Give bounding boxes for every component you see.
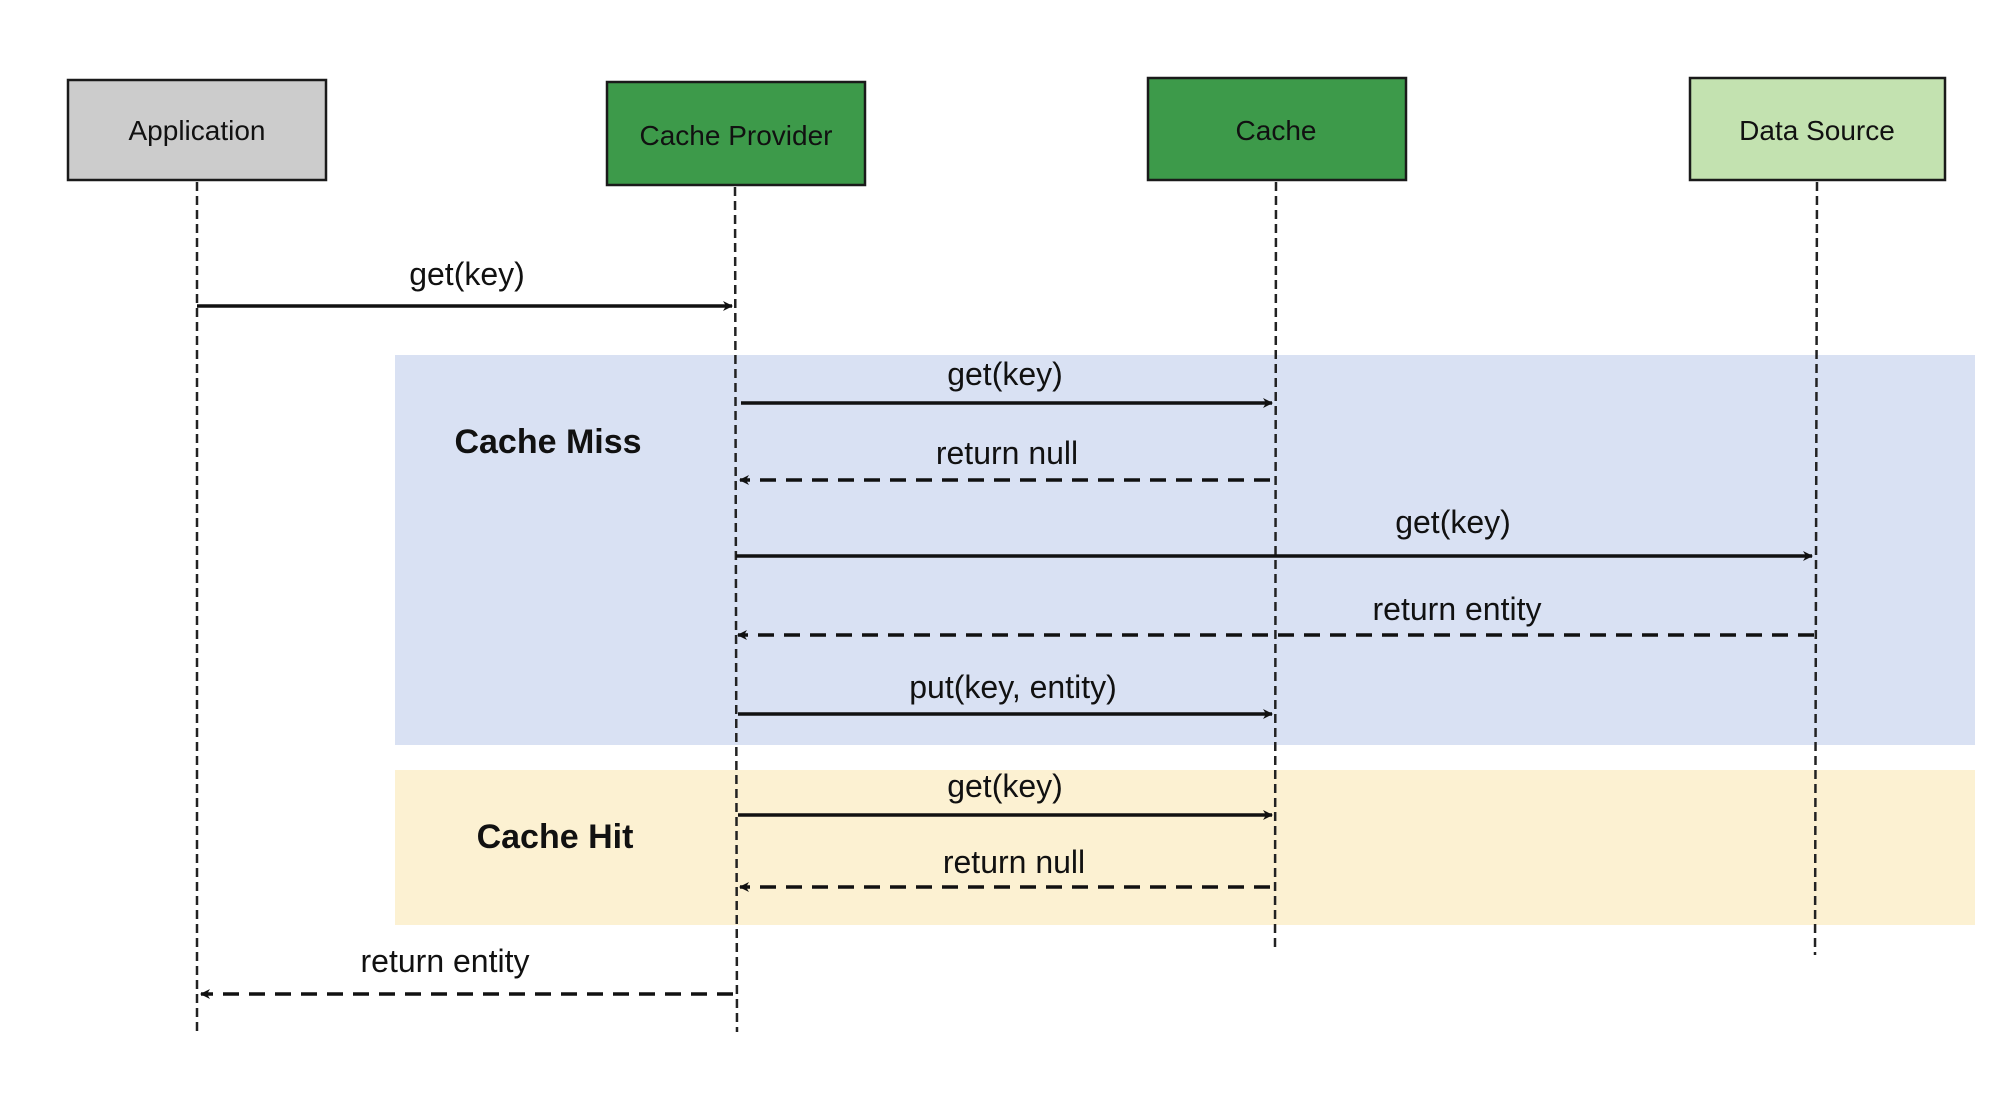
participant-application-label: Application xyxy=(129,115,266,146)
message-label: get(key) xyxy=(947,768,1063,804)
fragment-cache-hit xyxy=(395,770,1975,925)
participant-cache: Cache xyxy=(1146,76,1408,182)
lifeline-cache-provider xyxy=(733,186,739,1033)
fragments: Cache Miss Cache Hit xyxy=(395,355,1975,925)
participant-cache-label: Cache xyxy=(1236,115,1317,146)
participant-cache-provider-label: Cache Provider xyxy=(640,120,833,151)
message-provider-put-key-entity: put(key, entity) xyxy=(738,669,1273,719)
fragment-cache-miss xyxy=(395,355,1975,745)
message-label: return null xyxy=(936,435,1078,471)
message-label: return null xyxy=(943,844,1085,880)
message-provider-get-key-hit: get(key) xyxy=(738,768,1273,820)
message-cache-return-null-hit: return null xyxy=(739,844,1270,892)
message-provider-get-key-source: get(key) xyxy=(736,504,1813,561)
lifeline-data-source xyxy=(1813,181,1819,956)
fragment-cache-miss-label: Cache Miss xyxy=(454,423,641,461)
message-cache-return-null: return null xyxy=(739,435,1270,485)
message-label: return entity xyxy=(1373,591,1542,627)
message-label: return entity xyxy=(361,943,530,979)
message-source-return-entity: return entity xyxy=(737,591,1814,640)
message-label: put(key, entity) xyxy=(909,669,1116,705)
participant-application: Application xyxy=(66,78,328,182)
lifelines xyxy=(195,181,1819,1033)
messages: get(key) get(key) return null get(key) r… xyxy=(197,256,1814,999)
message-label: get(key) xyxy=(947,356,1063,392)
participants: Application Cache Provider Cache Data So… xyxy=(66,76,1947,187)
message-label: get(key) xyxy=(1395,504,1511,540)
message-label: get(key) xyxy=(409,256,525,292)
message-provider-return-entity: return entity xyxy=(200,943,733,999)
participant-cache-provider: Cache Provider xyxy=(605,80,867,187)
message-app-get-key: get(key) xyxy=(197,256,733,311)
fragment-cache-hit-label: Cache Hit xyxy=(477,818,634,856)
lifeline-cache xyxy=(1273,181,1278,949)
message-provider-get-key-cache: get(key) xyxy=(741,356,1273,408)
participant-data-source-label: Data Source xyxy=(1739,115,1895,146)
participant-data-source: Data Source xyxy=(1688,76,1947,182)
